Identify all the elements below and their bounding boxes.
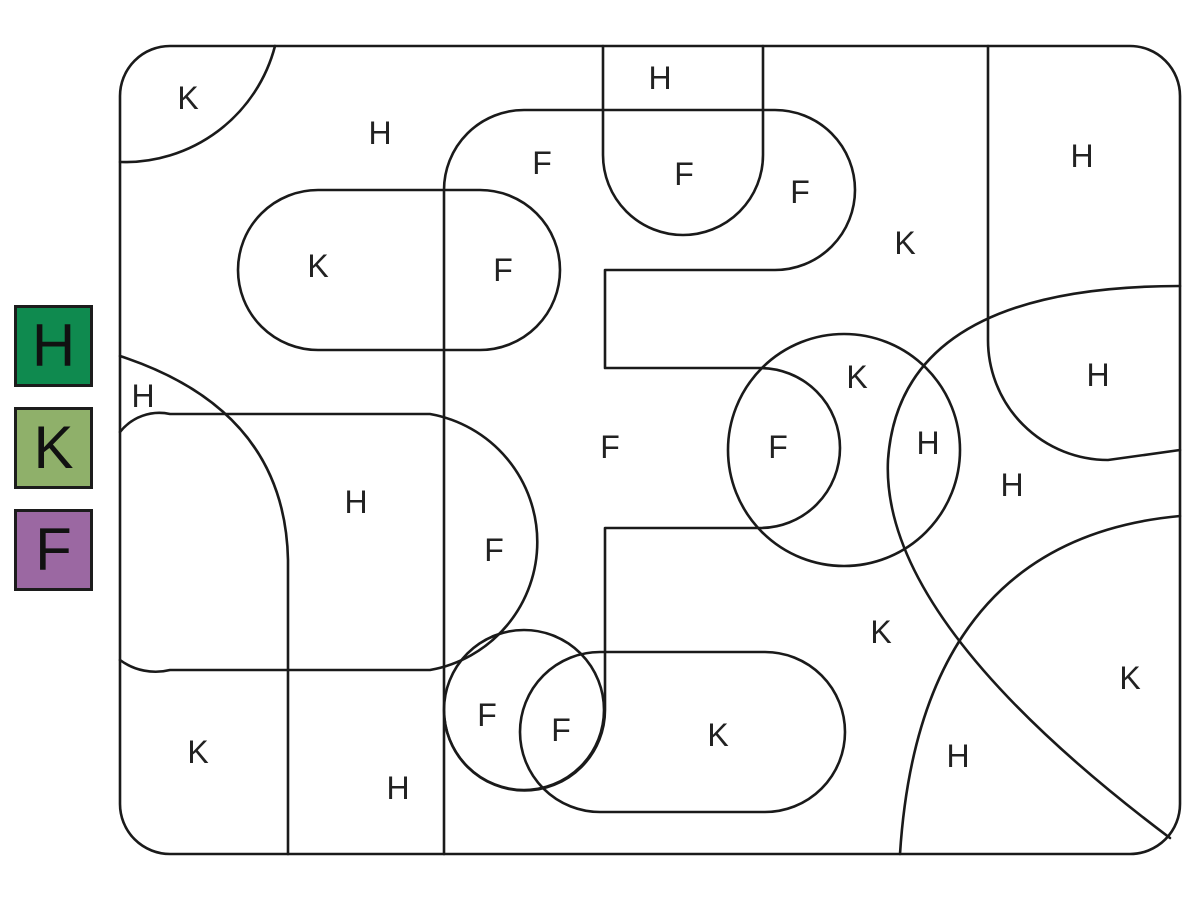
outline-bottomright-arc xyxy=(898,514,1182,856)
outline-left-arc xyxy=(118,354,290,856)
legend-key-k: K xyxy=(33,414,74,481)
outline-mid-circle xyxy=(726,332,962,568)
outline-bottom-pill xyxy=(518,650,847,814)
region-label[interactable]: K xyxy=(1119,660,1140,696)
region-label[interactable]: H xyxy=(1000,467,1023,503)
outline-top-u xyxy=(601,44,765,237)
region-label[interactable]: H xyxy=(344,484,367,520)
region-label[interactable]: F xyxy=(600,429,620,465)
region-label[interactable]: H xyxy=(1086,357,1109,393)
region-label[interactable]: K xyxy=(707,717,728,753)
region-label[interactable]: F xyxy=(674,156,694,192)
region-label[interactable]: F xyxy=(477,697,497,733)
legend-key-h: H xyxy=(31,312,76,379)
region-label[interactable]: F xyxy=(532,145,552,181)
outline-topleft-arc xyxy=(118,44,277,164)
region-labels: K H H F F F H K F K H K H F F H H H F K … xyxy=(131,60,1140,806)
region-label[interactable]: K xyxy=(870,614,891,650)
region-label[interactable]: K xyxy=(177,80,198,116)
legend-swatch-k[interactable]: K xyxy=(14,407,93,489)
region-label[interactable]: H xyxy=(131,378,154,414)
legend-swatch-f[interactable]: F xyxy=(14,509,93,591)
board-frame xyxy=(118,44,1182,856)
outline-right-bigarc xyxy=(886,284,1182,840)
region-label[interactable]: K xyxy=(307,248,328,284)
legend-swatch-h[interactable]: H xyxy=(14,305,93,387)
outline-left-pill xyxy=(236,188,562,352)
region-label[interactable]: K xyxy=(894,225,915,261)
region-outlines xyxy=(118,44,1182,856)
region-label[interactable]: H xyxy=(916,425,939,461)
region-label[interactable]: F xyxy=(493,252,513,288)
legend-key-f: F xyxy=(35,516,72,583)
region-label[interactable]: F xyxy=(551,712,571,748)
region-label[interactable]: H xyxy=(386,770,409,806)
outline-left-large xyxy=(118,411,539,673)
region-label[interactable]: F xyxy=(768,429,788,465)
outline-bottom-circle xyxy=(442,628,606,792)
region-label[interactable]: H xyxy=(368,115,391,151)
region-label[interactable]: H xyxy=(946,738,969,774)
region-label[interactable]: K xyxy=(846,359,867,395)
region-label[interactable]: H xyxy=(648,60,671,96)
outline-upper-stadium xyxy=(442,108,857,856)
region-label[interactable]: F xyxy=(484,532,504,568)
region-label[interactable]: H xyxy=(1070,138,1093,174)
region-label[interactable]: K xyxy=(187,734,208,770)
outline-right-column xyxy=(986,44,1182,462)
region-label[interactable]: F xyxy=(790,174,810,210)
